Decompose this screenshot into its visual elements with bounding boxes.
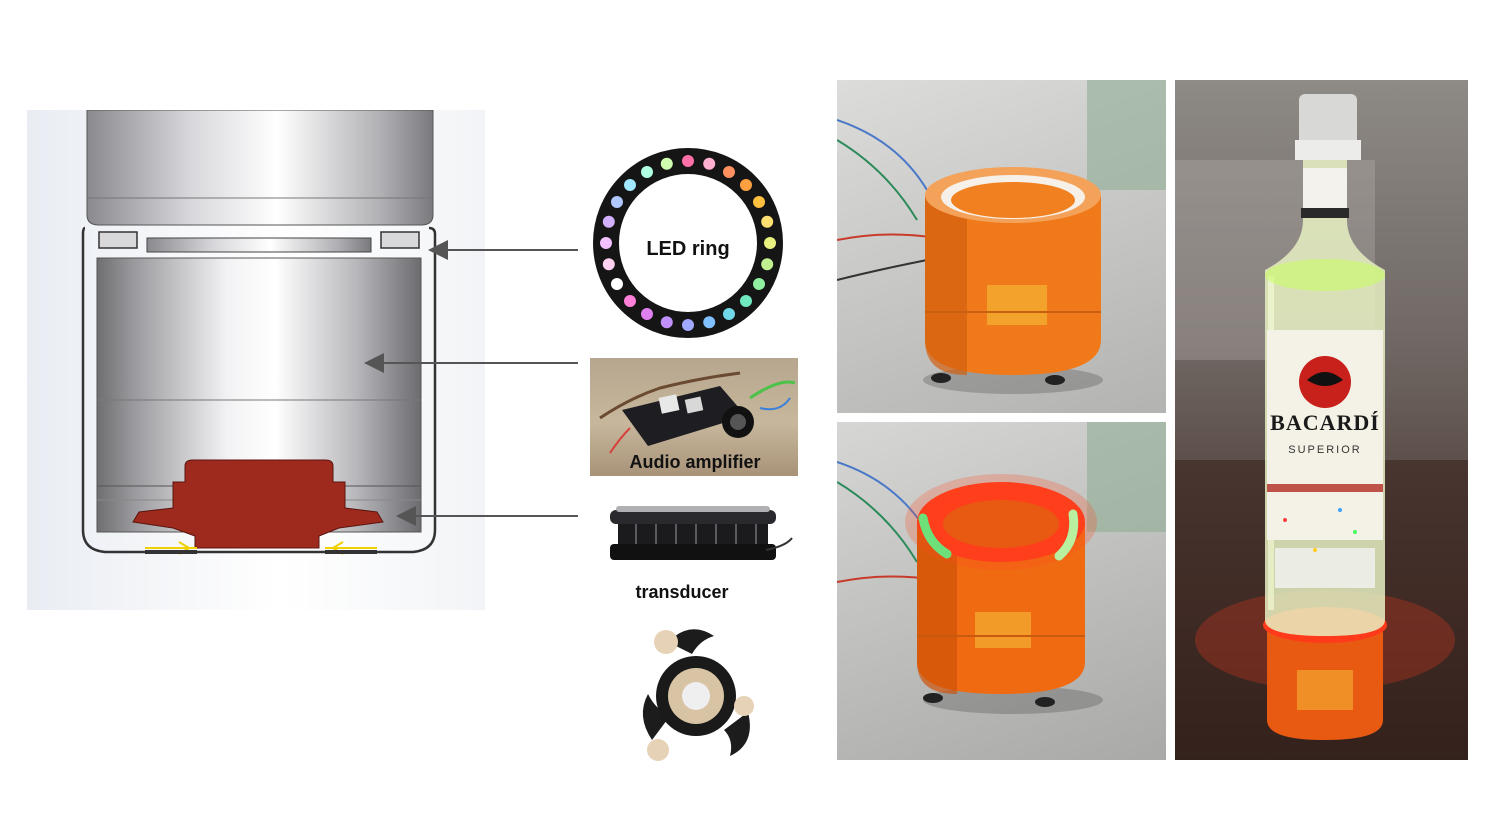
transducer-label: transducer <box>635 582 729 602</box>
bottle-brand-label: BACARDÍ <box>1270 410 1380 435</box>
foot-markers <box>145 541 377 555</box>
led-ring-label: LED ring <box>646 238 730 260</box>
led-ring-icon <box>593 148 783 338</box>
led-pixel <box>641 308 653 321</box>
photo-base-lit <box>837 422 1166 760</box>
led-pixel <box>660 157 673 170</box>
amplifier-board-icon <box>599 371 796 454</box>
led-pixel <box>739 179 752 192</box>
led-pixel <box>660 316 673 329</box>
led-pixel <box>600 237 612 249</box>
led-pixel <box>624 294 637 307</box>
led-pixel <box>739 294 752 307</box>
transducer-section <box>132 459 384 549</box>
led-pixel <box>703 157 716 170</box>
bottle-variety-label: SUPERIOR <box>1288 444 1362 456</box>
photo-bottle-lit: BACARDÍ SUPERIOR <box>1175 80 1468 760</box>
led-pixel <box>624 179 637 192</box>
photo-base-unlit <box>837 80 1166 413</box>
led-pixel <box>723 165 735 178</box>
led-pixel <box>761 258 774 271</box>
led-pixel <box>753 196 766 208</box>
bottle-bottom-section <box>86 110 434 226</box>
led-pixel <box>753 278 766 290</box>
led-pixel <box>682 319 694 331</box>
led-pixel <box>610 278 623 290</box>
housing-shell <box>81 226 437 554</box>
led-pixel <box>703 316 716 329</box>
led-pixel <box>764 237 776 249</box>
pointer-arrows <box>364 240 578 526</box>
amplifier-photo <box>590 358 798 476</box>
audio-amplifier-label: Audio amplifier <box>629 452 761 472</box>
led-pixel <box>610 196 623 208</box>
led-pixel <box>682 155 694 167</box>
led-pixel <box>602 258 615 271</box>
led-pixel <box>602 215 615 228</box>
led-ring-seat <box>98 231 420 253</box>
led-pixel <box>723 308 735 321</box>
led-pixel <box>761 215 774 228</box>
transducer-mount-icon <box>642 629 754 761</box>
led-pixel <box>641 165 653 178</box>
transducer-icon <box>610 506 793 560</box>
cad-cross-section <box>81 110 437 555</box>
